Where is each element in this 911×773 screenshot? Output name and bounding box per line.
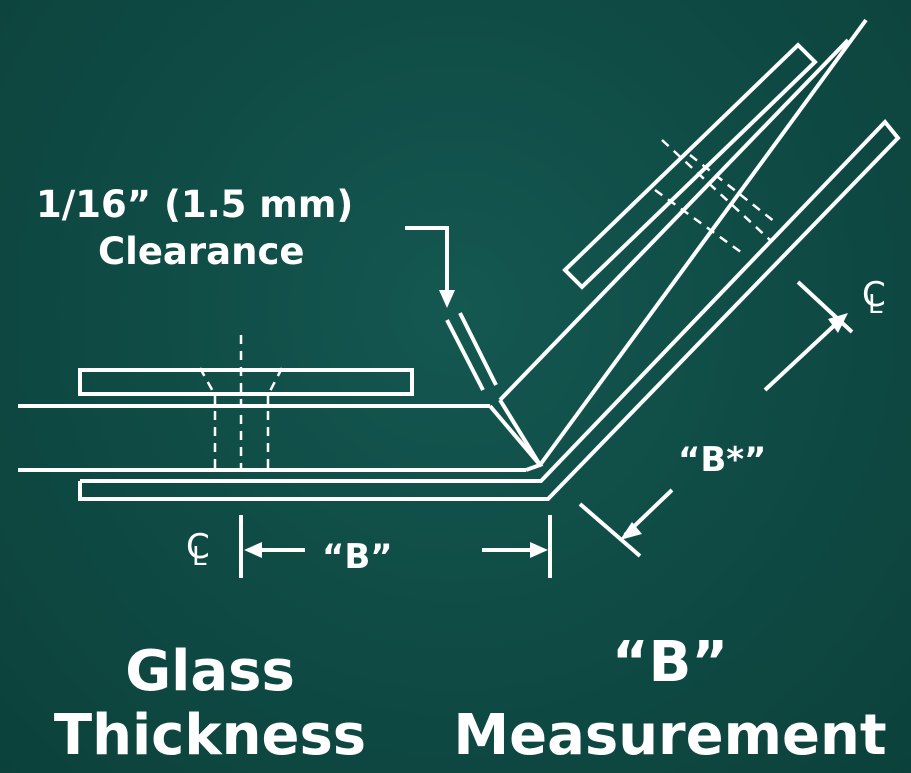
- left-top-plate: [78, 368, 414, 396]
- right-hidden-1: [654, 188, 746, 257]
- bstar-lower-arrowhead: [620, 522, 642, 540]
- glass-title-line2: Thickness: [53, 703, 367, 768]
- clearance-label-line2: Clearance: [98, 230, 305, 273]
- left-hidden-cone-a: [198, 367, 217, 396]
- left-hidden-cone-b: [266, 367, 284, 396]
- inner-glass-bend: [488, 404, 544, 472]
- right-hidden-center: [661, 139, 771, 241]
- right-glass-panel: [498, 38, 850, 402]
- right-glass-base: [498, 398, 542, 467]
- centerline-l: L: [868, 290, 883, 320]
- b-left-arrowhead: [244, 542, 262, 558]
- b-right-arrowhead: [530, 542, 548, 558]
- clearance-arrowhead: [439, 290, 455, 308]
- bstar-extension-1: [578, 502, 642, 558]
- measurement-title-line2: Measurement: [453, 703, 887, 768]
- centerline-c: C: [862, 275, 886, 315]
- centerline-c: C: [186, 527, 210, 567]
- centerline-l: L: [192, 542, 207, 572]
- b-star-dimension-label: “B*”: [678, 440, 767, 480]
- clearance-line-a: [445, 319, 485, 391]
- clearance-line-b: [458, 312, 498, 386]
- glass-title-line1: Glass: [125, 639, 295, 704]
- right-centerline-symbol: C L: [862, 278, 892, 328]
- bstar-arrow-line-upper: [763, 320, 840, 392]
- bent-plate-outer: [78, 118, 901, 501]
- left-centerline-symbol: C L: [186, 530, 216, 580]
- measurement-title-line1: “B”: [611, 630, 729, 695]
- clearance-leader: [405, 226, 449, 300]
- b-dimension-label: “B”: [322, 537, 393, 577]
- right-top-plate: [562, 42, 818, 290]
- bstar-upper-arrowhead: [828, 313, 848, 333]
- bstar-extension-2: [796, 280, 854, 334]
- right-glass-inner-edge: [538, 18, 868, 467]
- right-hidden-2: [689, 154, 776, 223]
- clearance-label-line1: 1/16” (1.5 mm): [36, 183, 354, 226]
